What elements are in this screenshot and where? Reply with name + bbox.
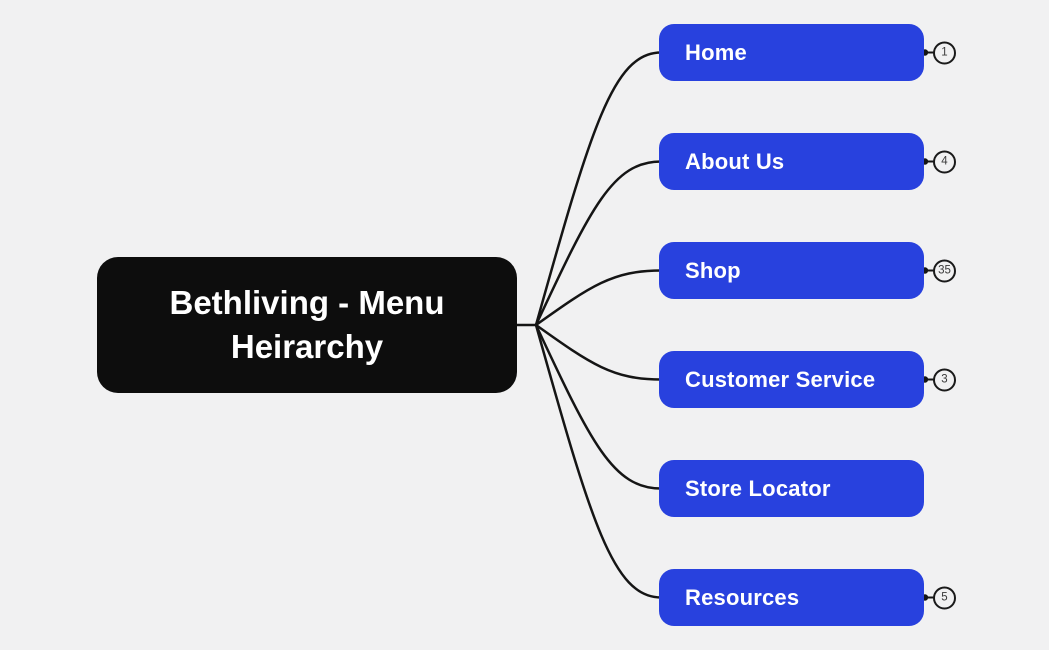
child-count-badge[interactable]: 35 bbox=[933, 259, 956, 282]
node-label: Resources bbox=[685, 584, 800, 610]
node-label: About Us bbox=[685, 148, 785, 174]
node-label: Store Locator bbox=[685, 475, 831, 501]
node-home[interactable]: Home 1 bbox=[659, 24, 956, 81]
node-resources[interactable]: Resources 5 bbox=[659, 569, 956, 626]
node-customer-service[interactable]: Customer Service 3 bbox=[659, 351, 956, 408]
node-label: Home bbox=[685, 39, 747, 65]
node-shop[interactable]: Shop 35 bbox=[659, 242, 956, 299]
node-label: Shop bbox=[685, 257, 741, 283]
child-count-badge[interactable]: 3 bbox=[933, 368, 956, 391]
child-count-badge[interactable]: 4 bbox=[933, 150, 956, 173]
child-count-badge[interactable]: 5 bbox=[933, 586, 956, 609]
root-node-label: Bethliving - Menu Heirarchy bbox=[169, 284, 445, 365]
node-label: Customer Service bbox=[685, 366, 876, 392]
child-count-badge[interactable]: 1 bbox=[933, 41, 956, 64]
root-node[interactable]: Bethliving - Menu Heirarchy bbox=[97, 257, 517, 393]
node-store-locator[interactable]: Store Locator bbox=[659, 460, 924, 517]
node-about-us[interactable]: About Us 4 bbox=[659, 133, 956, 190]
